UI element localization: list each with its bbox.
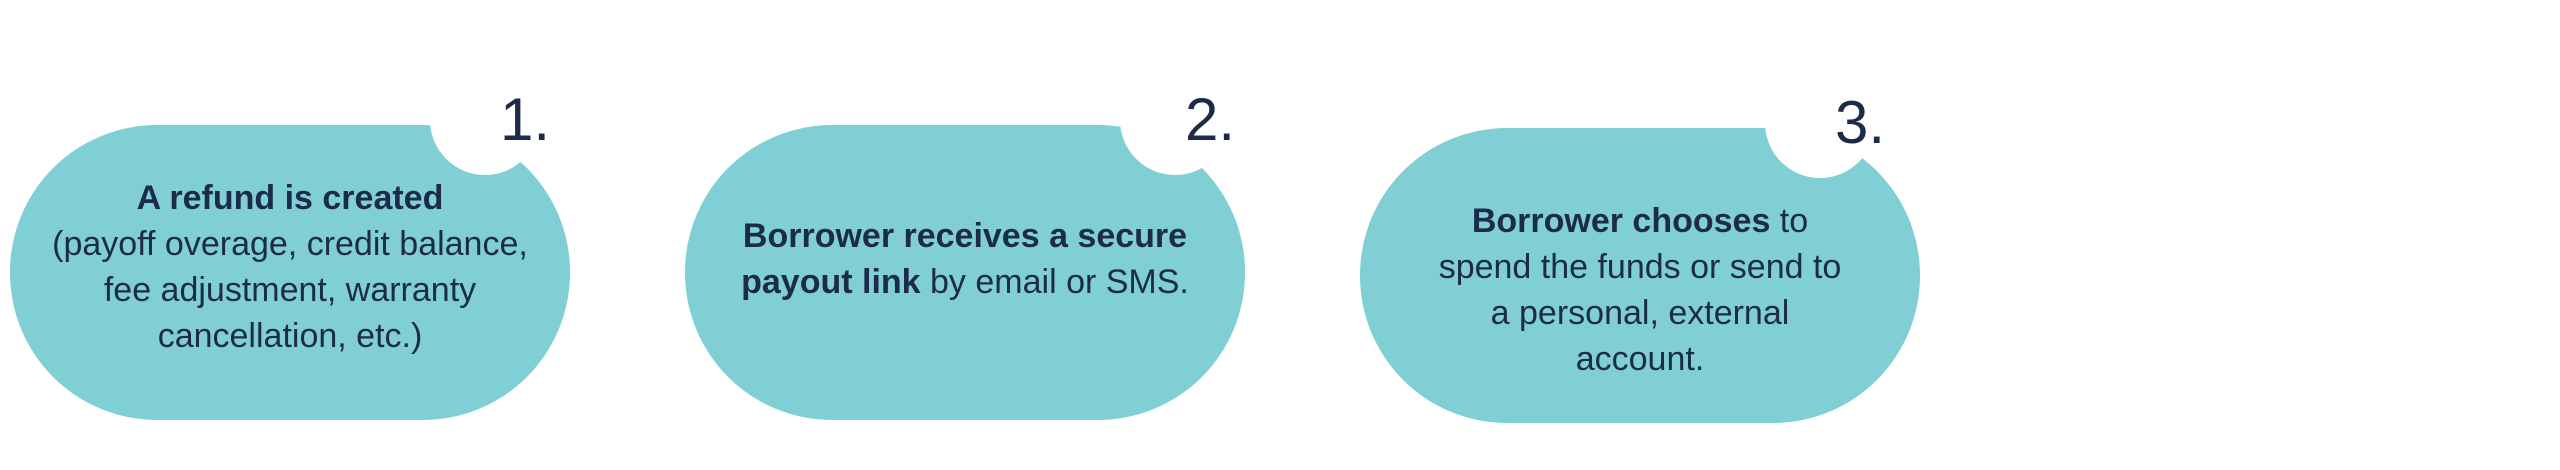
step-2: 2. Borrower receives a secure payout lin…	[685, 65, 1245, 420]
step-3: 3. Borrower chooses to spend the funds o…	[1360, 68, 1920, 423]
step-1-detail-text: (payoff overage, credit balance, fee adj…	[52, 225, 528, 355]
step-1-description: A refund is created (payoff overage, cre…	[40, 175, 540, 359]
step-3-detail-text: to spend the funds or send to a personal…	[1438, 202, 1842, 378]
step-2-bold-text: Borrower receives a secure payout link	[741, 217, 1188, 301]
step-1-number: 1.	[500, 86, 551, 153]
step-3-description: Borrower chooses to spend the funds or s…	[1430, 198, 1850, 382]
step-3-number: 3.	[1835, 89, 1886, 156]
step-1-number-notch	[430, 65, 540, 175]
step-3-number-notch	[1765, 68, 1875, 178]
step-1: 1. A refund is created (payoff overage, …	[10, 65, 570, 420]
step-2-description: Borrower receives a secure payout link b…	[715, 213, 1215, 305]
step-2-pill	[685, 125, 1245, 420]
step-3-bold-text: Borrower chooses	[1471, 202, 1771, 240]
step-2-number-notch	[1120, 65, 1230, 175]
step-2-detail-text: by email or SMS.	[920, 263, 1189, 301]
step-2-number: 2.	[1185, 86, 1236, 153]
step-1-bold-text: A refund is created	[136, 179, 444, 217]
